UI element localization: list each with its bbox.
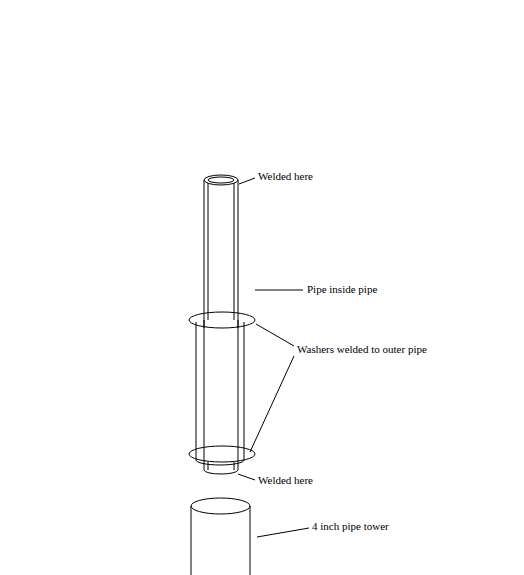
callout-label: Welded here	[257, 474, 314, 487]
callout-label: Pipe inside pipe	[306, 283, 378, 296]
callout-label: Welded here	[257, 170, 314, 183]
washer	[189, 312, 255, 328]
inner-pipe	[204, 175, 238, 474]
washer	[189, 446, 255, 462]
pipe-tower	[191, 498, 250, 575]
callout-label: Washers welded to outer pipe	[296, 343, 428, 356]
outer-pipe	[196, 322, 244, 465]
callout-label: 4 inch pipe tower	[311, 520, 390, 533]
